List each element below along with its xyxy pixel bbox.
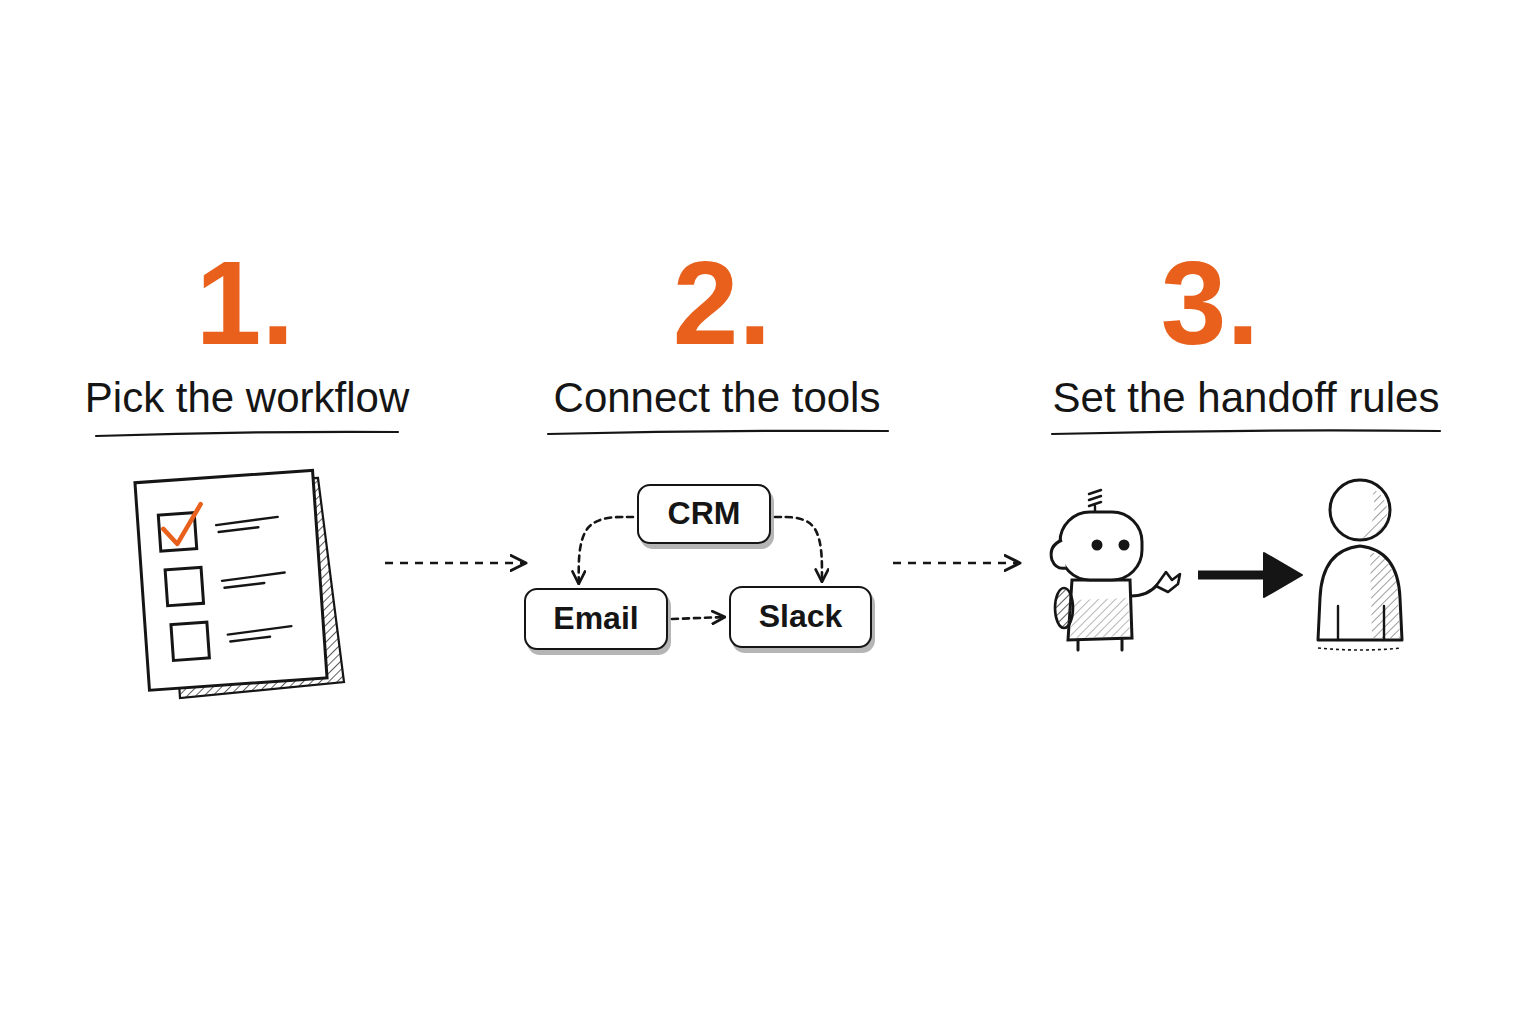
checkbox <box>165 567 203 605</box>
handoff-arrow <box>1198 553 1302 597</box>
robot-head <box>1060 512 1142 580</box>
tool-name: CRM <box>668 496 741 531</box>
step-number: 1. <box>0 244 565 362</box>
tool-box: Slack <box>729 586 872 648</box>
robot-hand <box>1156 572 1180 592</box>
tool-box: Email <box>524 588 668 650</box>
robot-arm <box>1131 584 1158 596</box>
robot-antenna <box>1089 490 1101 512</box>
person-arm-line <box>1338 606 1384 640</box>
dashed-connector <box>775 517 822 582</box>
robot-body <box>1068 580 1132 640</box>
list-line <box>228 626 293 641</box>
check-mark <box>162 504 204 545</box>
person-head-shade <box>1362 488 1387 538</box>
list-line <box>222 573 286 588</box>
person-icon <box>1318 480 1402 650</box>
robot-leg <box>1078 640 1122 650</box>
dashed-connector <box>579 517 633 584</box>
step-heading: Set the handoff rules <box>926 377 1536 419</box>
robot-eye <box>1092 540 1103 551</box>
tool-box: CRM <box>637 484 771 544</box>
step-heading: Connect the tools <box>397 377 1037 419</box>
tool-name: Slack <box>759 599 843 634</box>
checklist-icon <box>135 470 344 698</box>
paper-sheet <box>135 470 327 690</box>
ground-shadow <box>1318 648 1402 650</box>
tool-name: Email <box>553 601 638 636</box>
step-number: 2. <box>402 244 1042 362</box>
heading-underline <box>548 431 888 434</box>
handoff-arrow-head <box>1264 553 1302 597</box>
step-arrow <box>893 562 1020 565</box>
heading-underline <box>96 432 398 436</box>
dashed-connector <box>672 617 725 619</box>
robot-ear <box>1051 540 1066 568</box>
robot-body-shade <box>1070 598 1130 638</box>
step-arrow <box>385 562 526 565</box>
list-line <box>216 517 279 532</box>
handoff-arrow-shaft <box>1198 571 1266 580</box>
checkbox <box>171 622 209 660</box>
step-heading: Pick the workflow <box>0 377 567 419</box>
robot-icon <box>1051 490 1180 650</box>
person-head <box>1330 480 1390 540</box>
robot-eye <box>1119 540 1130 551</box>
step-number: 3. <box>890 244 1530 362</box>
robot-arm <box>1055 588 1073 628</box>
person-body <box>1318 546 1402 640</box>
heading-underline <box>1052 430 1440 434</box>
